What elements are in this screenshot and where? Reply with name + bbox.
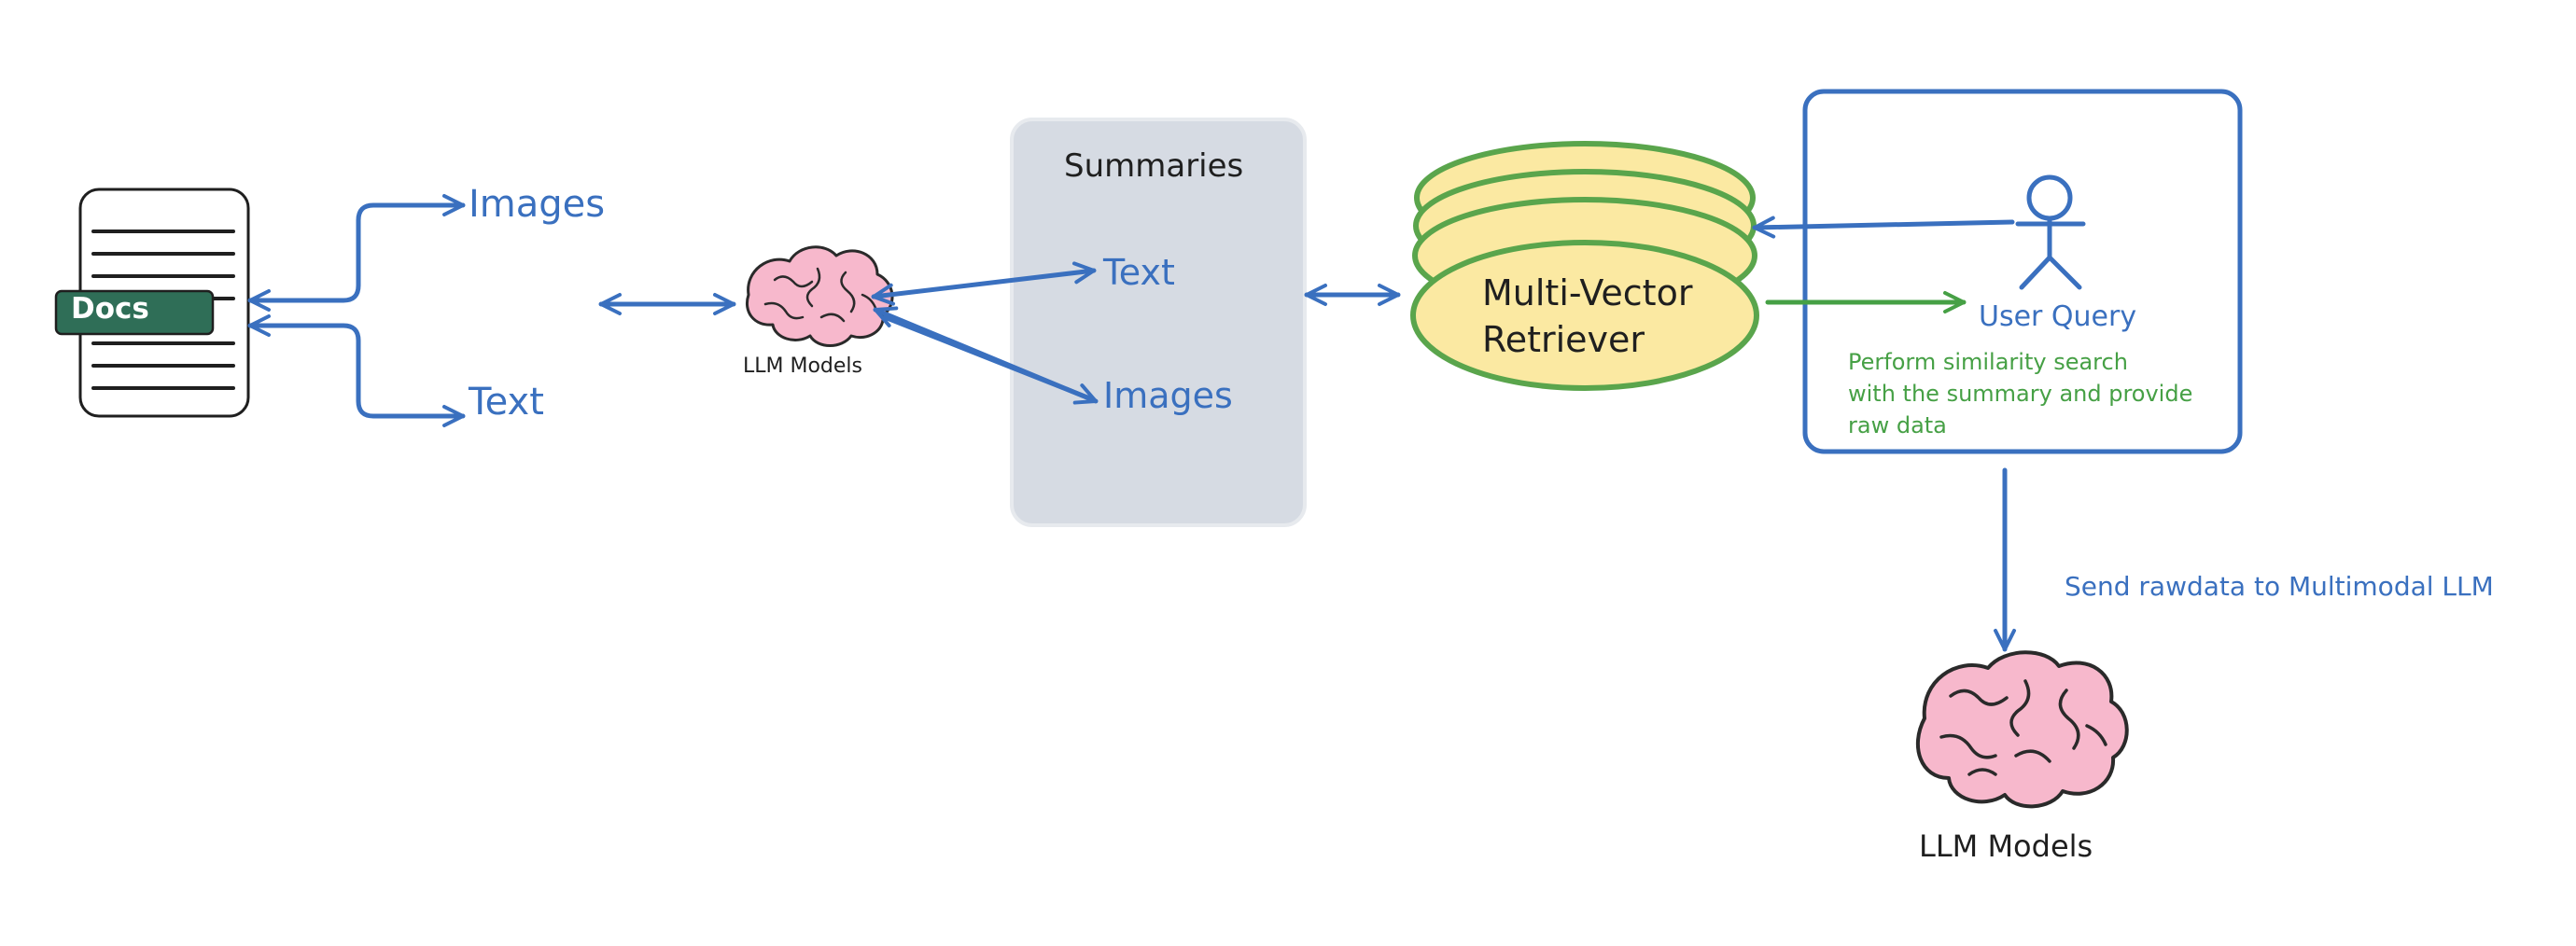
summaries-images-item: Images [1103, 375, 1233, 416]
final-llm-label: LLM Models [1919, 828, 2093, 864]
user-query-label: User Query [1979, 300, 2137, 333]
send-rawdata-label: Send rawdata to Multimodal LLM [2065, 571, 2494, 602]
branch-images-label: Images [469, 183, 606, 226]
summaries-title: Summaries [1064, 147, 1244, 185]
retriever-stack [1410, 141, 1759, 391]
branch-text-label: Text [469, 381, 544, 424]
final-brain-icon [1915, 650, 2129, 809]
user-query-box [1802, 89, 2243, 454]
user-stick-figure-icon [2015, 174, 2086, 290]
docs-tag [54, 289, 215, 336]
retriever-label-line1: Multi-Vector [1482, 272, 1693, 313]
query-note-line1: Perform similarity search [1848, 349, 2128, 375]
retriever-label-line2: Retriever [1482, 319, 1645, 360]
brain-icon [746, 245, 894, 347]
query-to-retriever-arrow [1752, 216, 2015, 239]
query-note-line2: with the summary and provide [1848, 381, 2193, 407]
summarizer-label: LLM Models [743, 355, 863, 378]
query-note-line3: raw data [1848, 412, 1947, 438]
docs-fork-arrows [247, 194, 466, 427]
summaries-text-item: Text [1103, 252, 1175, 293]
docs-label: Docs [71, 292, 149, 326]
summarizer-to-summaries-arrows [871, 261, 1099, 405]
